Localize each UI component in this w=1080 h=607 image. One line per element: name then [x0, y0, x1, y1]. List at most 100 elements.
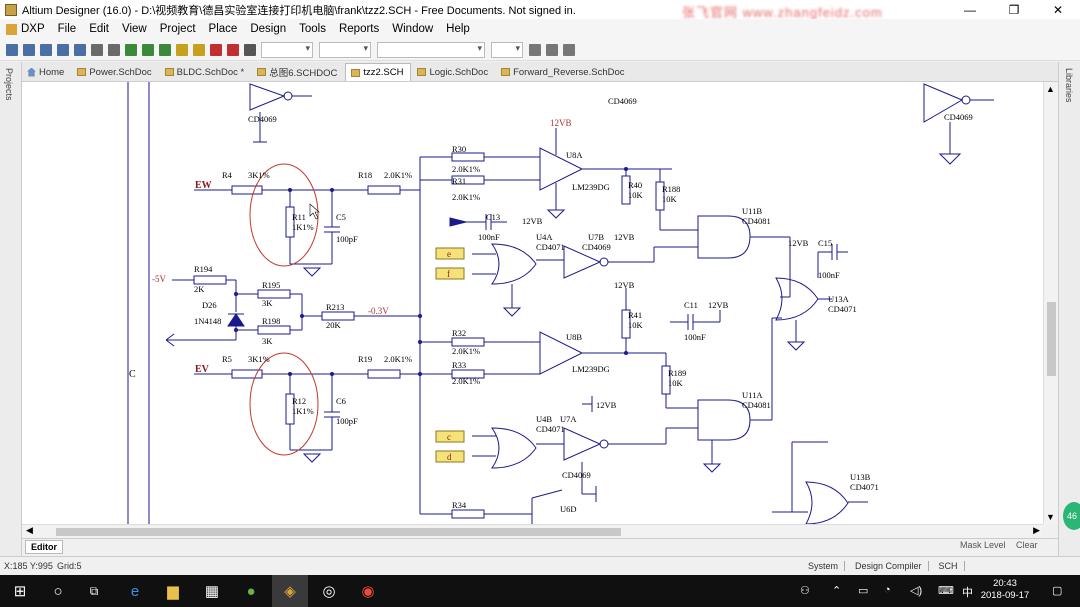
floating-helper-badge[interactable]: 46 [1063, 502, 1080, 530]
sheet-entry-icon[interactable] [159, 43, 171, 56]
media-player-icon[interactable]: ◎ [322, 583, 336, 600]
search-icon[interactable]: ○ [53, 582, 63, 600]
port-e[interactable] [435, 247, 465, 260]
projects-panel-label[interactable]: Projects [4, 68, 14, 101]
editor-tab[interactable]: Editor [25, 540, 63, 554]
menu-project[interactable]: Project [159, 23, 196, 35]
tab-label: Forward_Reverse.SchDoc [513, 66, 625, 78]
menu-design[interactable]: Design [250, 23, 287, 35]
wire-tool-icon[interactable] [6, 43, 18, 56]
start-icon[interactable]: ⊞ [13, 583, 27, 600]
projects-panel-strip[interactable]: Projects [0, 62, 22, 556]
clock[interactable]: 20:43 2018-09-17 [980, 578, 1030, 602]
altium-taskbar-icon[interactable]: ◈ [272, 575, 308, 607]
libraries-panel-strip[interactable]: Libraries [1058, 62, 1080, 556]
network-icon[interactable]: ◔ [884, 584, 891, 596]
bus-tool-icon[interactable] [23, 43, 35, 56]
scroll-down-icon[interactable]: ▼ [1046, 512, 1055, 522]
menu-dxp[interactable]: DXP [21, 23, 45, 35]
menu-edit[interactable]: Edit [89, 23, 110, 35]
tab-zongtu6[interactable]: 总图6.SCHDOC [252, 63, 344, 81]
file-explorer-icon[interactable]: ▆ [167, 583, 179, 600]
keyboard-icon[interactable]: ⌨ [938, 585, 954, 597]
svg-text:C13: C13 [486, 212, 500, 222]
grid-icon[interactable] [563, 43, 575, 56]
toolbar-combo-2[interactable] [319, 41, 371, 58]
panel-sch[interactable]: SCH [939, 561, 965, 571]
vertical-scrollbar[interactable]: ▲ ▼ [1043, 82, 1058, 524]
ime-indicator[interactable]: 中 [962, 587, 973, 599]
notifications-icon[interactable]: ▢ [1052, 585, 1063, 597]
tab-logic[interactable]: Logic.SchDoc [412, 63, 495, 81]
clear-button[interactable]: Clear [1016, 540, 1038, 550]
vcc-icon[interactable] [108, 43, 120, 56]
svg-text:10K: 10K [628, 320, 644, 330]
sheet-symbol-icon[interactable] [142, 43, 154, 56]
port-c[interactable] [435, 430, 465, 443]
port-f[interactable] [435, 267, 465, 280]
svg-text:CD4071: CD4071 [536, 242, 565, 252]
align-icon[interactable] [529, 43, 541, 56]
svg-text:12VB: 12VB [522, 216, 543, 226]
vertical-scroll-thumb[interactable] [1047, 302, 1056, 376]
minimize-button[interactable]: — [964, 2, 976, 17]
menu-reports[interactable]: Reports [338, 23, 380, 35]
menu-view[interactable]: View [122, 23, 147, 35]
toolbar-combo-3[interactable] [377, 41, 485, 58]
pencil-icon[interactable] [244, 43, 256, 56]
libraries-panel-label[interactable]: Libraries [1064, 68, 1074, 103]
tray-expand-icon[interactable]: ⌃ [832, 585, 842, 597]
svg-text:U7A: U7A [560, 414, 577, 424]
scroll-up-icon[interactable]: ▲ [1046, 84, 1055, 94]
menu-place[interactable]: Place [208, 23, 238, 35]
offsheet-icon[interactable] [193, 43, 205, 56]
menu-help[interactable]: Help [446, 23, 470, 35]
ground-icon[interactable] [91, 43, 103, 56]
tray-app-icon[interactable]: ▭ [858, 585, 869, 597]
toolbar-combo-4[interactable] [491, 41, 523, 58]
compile-mask-icon[interactable] [227, 43, 239, 56]
toolbar-combo-1[interactable] [261, 41, 313, 58]
power-port-icon[interactable] [57, 43, 69, 56]
calculator-icon[interactable]: ▦ [204, 583, 220, 600]
tab-power[interactable]: Power.SchDoc [72, 63, 158, 81]
panel-system[interactable]: System [808, 561, 846, 571]
no-erc-icon[interactable] [210, 43, 222, 56]
chrome-icon[interactable]: ◉ [361, 583, 375, 600]
panel-design-compiler[interactable]: Design Compiler [855, 561, 929, 571]
menu-file[interactable]: File [57, 23, 77, 35]
svg-text:R41: R41 [628, 310, 642, 320]
tab-forward-reverse[interactable]: Forward_Reverse.SchDoc [496, 63, 631, 81]
scroll-left-icon[interactable]: ◀ [26, 525, 33, 535]
net-label-icon[interactable] [74, 43, 86, 56]
tab-home[interactable]: Home [22, 63, 71, 81]
people-icon[interactable]: ⚇ [800, 585, 810, 597]
bus-entry-icon[interactable] [40, 43, 52, 56]
horizontal-scroll-thumb[interactable] [56, 528, 621, 536]
tab-tzz2[interactable]: tzz2.SCH [345, 63, 412, 81]
tab-label: Logic.SchDoc [429, 66, 489, 78]
svg-text:1K1%: 1K1% [292, 222, 314, 232]
maximize-button[interactable]: ❐ [1008, 2, 1020, 17]
distribute-icon[interactable] [546, 43, 558, 56]
svg-text:U7B: U7B [588, 232, 604, 242]
net-label-neg03v: -0.3V [368, 306, 389, 316]
horizontal-scrollbar[interactable]: ◀ ▶ [22, 524, 1043, 538]
tab-bldc[interactable]: BLDC.SchDoc * [160, 63, 252, 81]
edge-icon[interactable]: e [130, 582, 140, 600]
menu-window[interactable]: Window [392, 23, 434, 35]
mask-level-button[interactable]: Mask Level [960, 540, 1006, 550]
task-view-icon[interactable]: ⧉ [89, 583, 99, 598]
close-button[interactable]: ✕ [1052, 2, 1064, 17]
svg-text:CD4081: CD4081 [742, 216, 771, 226]
scroll-right-icon[interactable]: ▶ [1033, 525, 1040, 535]
port-d[interactable] [435, 450, 465, 463]
volume-icon[interactable]: ◁) [910, 585, 923, 597]
part-icon[interactable] [125, 43, 137, 56]
green-app-icon[interactable]: ● [246, 582, 256, 600]
port-icon[interactable] [176, 43, 188, 56]
menu-tools[interactable]: Tools [299, 23, 326, 35]
dxp-icon[interactable] [6, 23, 17, 35]
